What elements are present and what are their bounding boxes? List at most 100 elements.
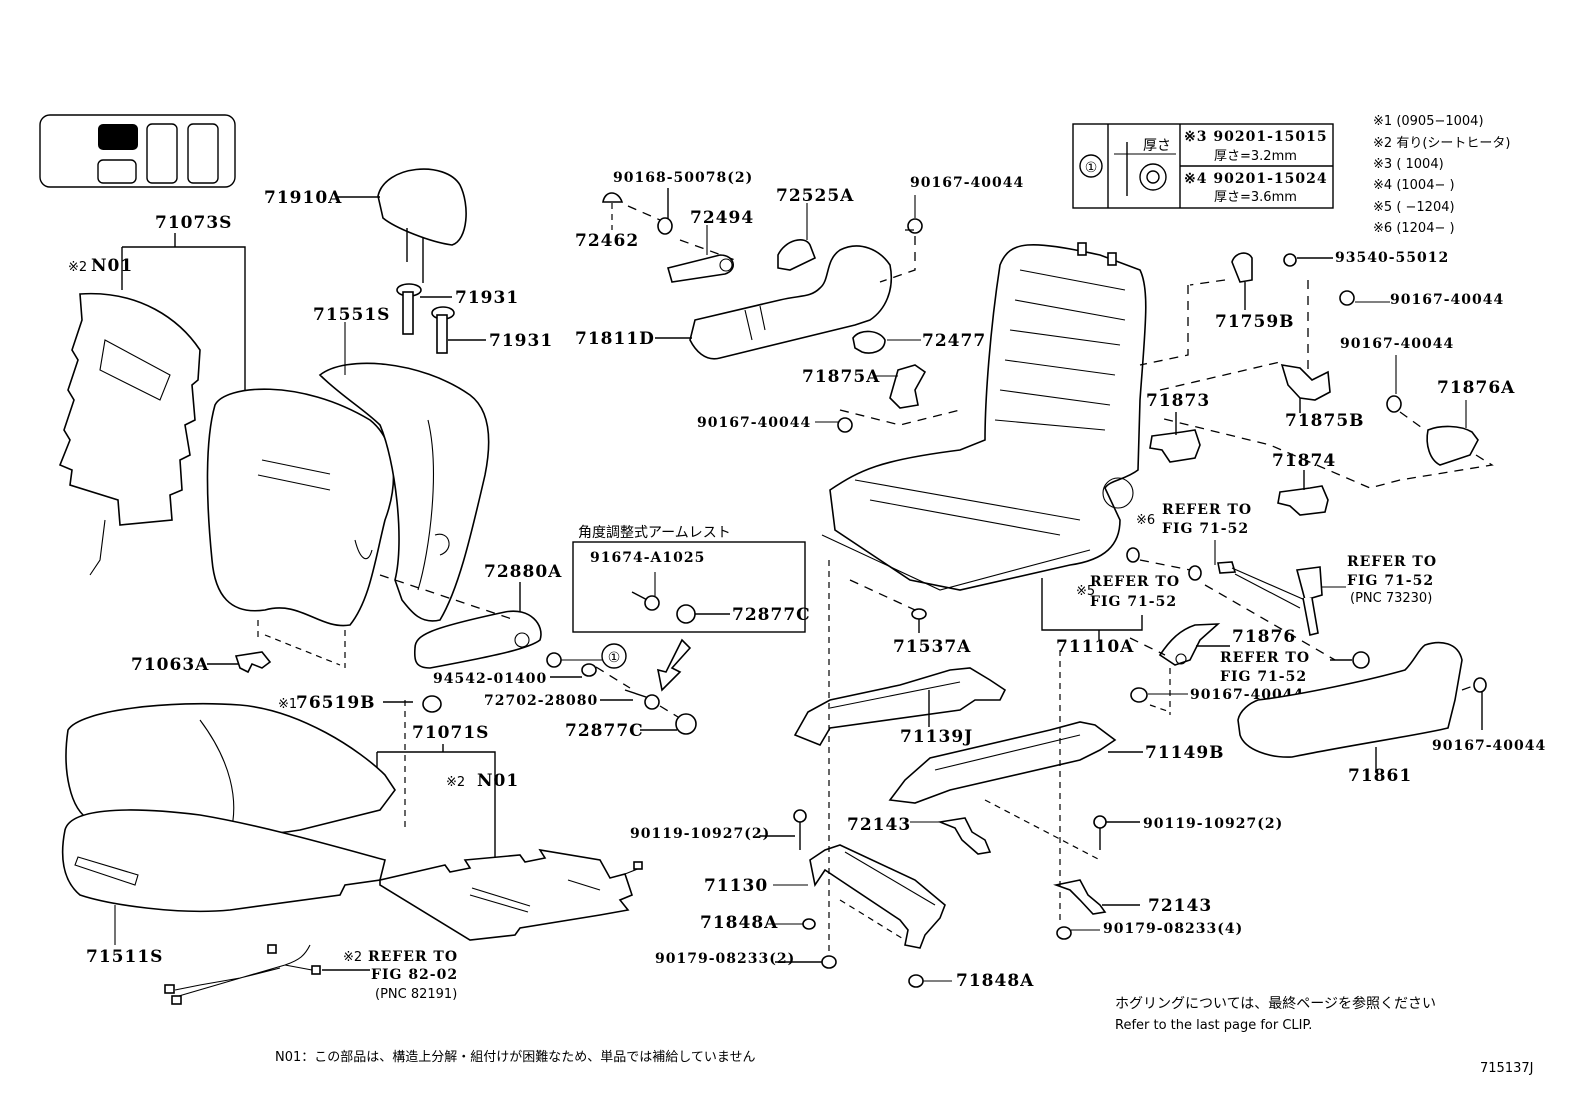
- part-71848A-pin-b[interactable]: [908, 974, 924, 988]
- part-94542-nut[interactable]: [581, 663, 597, 677]
- label-71537A[interactable]: 71537A: [893, 637, 971, 657]
- part-71876A-cover[interactable]: [1426, 425, 1479, 466]
- label-90167-mid[interactable]: 90167-40044: [697, 415, 811, 431]
- label-refer-n-1[interactable]: REFER TO: [1220, 650, 1310, 666]
- label-refer5-1[interactable]: REFER TO: [1090, 574, 1180, 590]
- part-72143-bracket-a[interactable]: [937, 817, 992, 855]
- part-71874-bracket[interactable]: [1277, 485, 1329, 516]
- label-harness-1[interactable]: REFER TO: [368, 949, 458, 965]
- label-ref-circle[interactable]: ①: [608, 650, 621, 666]
- part-71875B-bracket[interactable]: [1280, 363, 1331, 401]
- label-refer6-2[interactable]: FIG 71-52: [1162, 521, 1249, 537]
- label-90168[interactable]: 90168-50078(2): [613, 170, 753, 186]
- part-90119-bolt-a[interactable]: [793, 809, 807, 823]
- part-71551S-seatback-pad[interactable]: [318, 362, 490, 622]
- part-71149B-rail[interactable]: [888, 721, 1117, 804]
- part-seatback-heater[interactable]: [58, 292, 201, 576]
- part-washer[interactable]: [546, 652, 562, 668]
- part-72880A-armrest[interactable]: [413, 610, 542, 669]
- label-71551S[interactable]: 71551S: [313, 305, 390, 325]
- label-72702[interactable]: 72702-28080: [484, 693, 598, 709]
- label-71861[interactable]: 71861: [1348, 766, 1412, 786]
- label-90167-top[interactable]: 90167-40044: [910, 175, 1024, 191]
- label-72877C[interactable]: 72877C: [565, 721, 644, 741]
- label-belt-1[interactable]: REFER TO: [1347, 554, 1437, 570]
- label-harness-2[interactable]: FIG 82-02: [371, 967, 458, 983]
- label-71848A-b[interactable]: 71848A: [956, 971, 1034, 991]
- part-71931-guide[interactable]: [396, 283, 455, 354]
- label-71910A[interactable]: 71910A: [264, 188, 342, 208]
- label-71876[interactable]: 71876: [1232, 627, 1296, 647]
- part-heater-harness[interactable]: [164, 944, 321, 1005]
- part-71876-cover[interactable]: [1158, 623, 1221, 666]
- label-71759B[interactable]: 71759B: [1215, 312, 1295, 332]
- label-71130[interactable]: 71130: [704, 876, 768, 896]
- part-90179-nut-a[interactable]: [821, 955, 837, 969]
- part-71130-rail[interactable]: [809, 844, 946, 949]
- part-90168-screw[interactable]: [657, 217, 673, 235]
- part-76519B-cap[interactable]: [422, 695, 442, 713]
- label-71876A[interactable]: 71876A: [1437, 378, 1515, 398]
- label-71811D[interactable]: 71811D: [575, 329, 655, 349]
- label-72143-a[interactable]: 72143: [847, 815, 911, 835]
- label-71149B[interactable]: 71149B: [1145, 743, 1225, 763]
- part-seat-belt-buckle[interactable]: [1217, 561, 1323, 636]
- label-72880A[interactable]: 72880A: [484, 562, 562, 582]
- part-71110A-seat-frame[interactable]: [821, 242, 1147, 591]
- part-72143-bracket-b[interactable]: [1053, 879, 1107, 915]
- part-71759B-cover[interactable]: [1231, 252, 1253, 283]
- inset-part-91674[interactable]: 91674-A1025: [590, 550, 705, 566]
- part-72877C-cap[interactable]: [675, 713, 697, 735]
- part-71139J-rail[interactable]: [793, 667, 1007, 746]
- part-71073S-seatback-cover[interactable]: [206, 388, 395, 627]
- part-71861-side-cover[interactable]: [1237, 641, 1463, 758]
- part-90167-screw-rr[interactable]: [1473, 677, 1487, 693]
- part-71511S-seat-pad[interactable]: [61, 809, 386, 913]
- part-nut-belt[interactable]: [1352, 651, 1370, 669]
- label-93540[interactable]: 93540-55012: [1335, 250, 1449, 266]
- label-72525A[interactable]: 72525A: [776, 186, 854, 206]
- part-90167-screw-mid[interactable]: [837, 417, 853, 433]
- part-71811D-recliner-cover[interactable]: [689, 245, 893, 360]
- part-90179-nut-b[interactable]: [1056, 926, 1072, 940]
- label-76519B[interactable]: 76519B: [296, 693, 376, 713]
- label-72494[interactable]: 72494: [690, 208, 754, 228]
- part-71873-bracket[interactable]: [1149, 429, 1201, 463]
- label-71931-a[interactable]: 71931: [455, 288, 519, 308]
- part-72462-cap[interactable]: [602, 192, 624, 203]
- label-71110A[interactable]: 71110A: [1056, 637, 1134, 657]
- label-71063A[interactable]: 71063A: [131, 655, 209, 675]
- part-71910A-headrest[interactable]: [377, 168, 467, 283]
- part-71537A-cap[interactable]: [911, 608, 927, 620]
- part-90167-screw-top[interactable]: [907, 218, 923, 234]
- part-72525A-cover[interactable]: [777, 239, 817, 271]
- part-90167-screw-r1[interactable]: [1339, 290, 1355, 306]
- inset-part-72877C[interactable]: 72877C: [732, 605, 811, 625]
- label-72462[interactable]: 72462: [575, 231, 639, 251]
- label-90119-a[interactable]: 90119-10927(2): [630, 826, 770, 842]
- part-90167-screw-low[interactable]: [1130, 687, 1148, 703]
- label-71071S[interactable]: 71071S: [412, 723, 489, 743]
- label-refer5-2[interactable]: FIG 71-52: [1090, 594, 1177, 610]
- label-71931-b[interactable]: 71931: [489, 331, 553, 351]
- label-72477[interactable]: 72477: [922, 331, 986, 351]
- label-90167-r2[interactable]: 90167-40044: [1340, 336, 1454, 352]
- label-90167-rr[interactable]: 90167-40044: [1432, 738, 1546, 754]
- part-72494-knob[interactable]: [667, 254, 734, 283]
- part-71875A-bracket[interactable]: [889, 364, 927, 409]
- label-71873[interactable]: 71873: [1146, 391, 1210, 411]
- label-90167-r1[interactable]: 90167-40044: [1390, 292, 1504, 308]
- label-refer6-1[interactable]: REFER TO: [1162, 502, 1252, 518]
- label-belt-2[interactable]: FIG 71-52: [1347, 573, 1434, 589]
- label-n01-top[interactable]: N01: [91, 256, 133, 276]
- part-90119-bolt-b[interactable]: [1093, 815, 1107, 829]
- label-refer-n-2[interactable]: FIG 71-52: [1220, 669, 1307, 685]
- label-71848A-a[interactable]: 71848A: [700, 913, 778, 933]
- label-90179-a[interactable]: 90179-08233(2): [655, 951, 795, 967]
- part-90167-screw-r2[interactable]: [1386, 395, 1402, 413]
- label-71073S[interactable]: 71073S: [155, 213, 232, 233]
- label-71139J[interactable]: 71139J: [900, 727, 973, 747]
- label-71875A[interactable]: 71875A: [802, 367, 880, 387]
- label-71874[interactable]: 71874: [1272, 451, 1336, 471]
- label-90179-b[interactable]: 90179-08233(4): [1103, 921, 1243, 937]
